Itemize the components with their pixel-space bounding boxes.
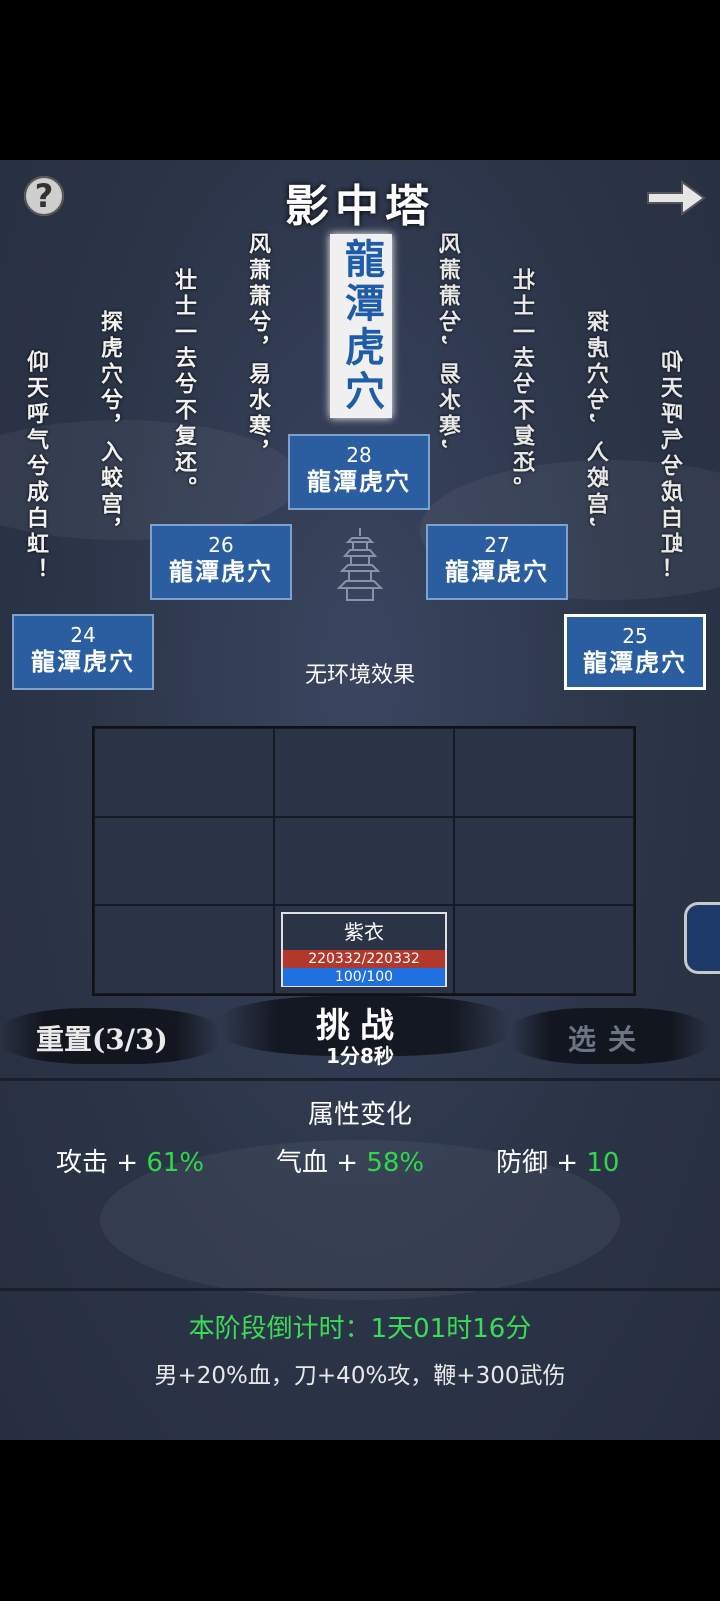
stage-bonus: 男+20%血，刀+40%攻，鞭+300武伤	[154, 1363, 566, 1389]
attribute-hp: 气血 + 58%	[276, 1142, 424, 1179]
floor-number: 25	[622, 624, 648, 648]
page-title: 影中塔	[285, 181, 435, 232]
floor-name: 龍潭虎穴	[445, 557, 549, 586]
formation-slot[interactable]	[94, 905, 274, 994]
attribute-value: 58%	[366, 1148, 425, 1178]
pagoda-icon	[336, 528, 384, 601]
brush-stroke	[510, 1008, 710, 1064]
formation-slot[interactable]	[454, 816, 634, 906]
divider	[0, 1078, 720, 1081]
brush-stroke	[0, 1008, 220, 1064]
floor-number: 28	[346, 443, 372, 467]
poem-line: 探虎穴兮，入蛟宫，	[97, 310, 123, 544]
floor-number: 24	[70, 623, 96, 647]
floor-button-24[interactable]: 24 龍潭虎穴	[12, 614, 154, 690]
question-icon: ?	[34, 177, 54, 215]
reset-button[interactable]: 重置(3/3)	[36, 1023, 168, 1056]
unit-card[interactable]: 紫衣 220332/220332 100/100	[281, 912, 447, 987]
select-stage-button[interactable]: 选关	[568, 1023, 649, 1056]
help-button[interactable]: ?	[24, 176, 64, 216]
brush-stroke	[220, 996, 510, 1056]
attribute-value: 10	[586, 1148, 620, 1178]
attribute-label: 防御 +	[496, 1148, 587, 1178]
formation-slot[interactable]	[454, 728, 634, 817]
attribute-attack: 攻击 + 61%	[56, 1142, 204, 1179]
poem-line-mirrored: 仰天呼气兮成白虹！	[661, 350, 687, 584]
game-screen: ? 影中塔 仰天呼气兮成白虹！ 探虎穴兮，入蛟宫， 壮士一去兮不复还。 风萧萧兮…	[0, 160, 720, 1440]
challenge-time: 1分8秒	[326, 1044, 394, 1068]
floor-number: 26	[208, 533, 234, 557]
poem-line: 壮士一去兮不复还。	[171, 268, 197, 502]
floor-number: 27	[484, 533, 510, 557]
floor-name: 龍潭虎穴	[31, 647, 135, 676]
floor-name: 龍潭虎穴	[583, 648, 687, 677]
poem-line-mirrored: 风萧萧兮，易水寒，	[439, 232, 465, 466]
poem-line: 仰天呼气兮成白虹！	[23, 350, 49, 584]
floor-name: 龍潭虎穴	[169, 557, 273, 586]
fog-decoration	[0, 420, 300, 540]
stage-countdown: 本阶段倒计时：1天01时16分	[188, 1314, 532, 1344]
attribute-defense: 防御 + 10	[496, 1142, 619, 1179]
unit-mp-bar: 100/100	[283, 968, 445, 987]
unit-hp-bar: 220332/220332	[283, 950, 445, 969]
formation-slot[interactable]	[274, 728, 454, 817]
poem-line-mirrored: 探虎穴兮，入蛟宫，	[587, 310, 613, 544]
floor-button-27[interactable]: 27 龍潭虎穴	[426, 524, 568, 600]
poem-line: 风萧萧兮，易水寒，	[245, 232, 271, 466]
attribute-label: 攻击 +	[56, 1148, 147, 1178]
formation-slot[interactable]	[94, 816, 274, 906]
floor-button-26[interactable]: 26 龍潭虎穴	[150, 524, 292, 600]
formation-grid: 紫衣 220332/220332 100/100	[92, 726, 636, 996]
attributes-title: 属性变化	[307, 1100, 412, 1130]
divider	[0, 1288, 720, 1291]
arrow-right-icon[interactable]	[646, 178, 706, 218]
unit-name: 紫衣	[344, 920, 384, 945]
formation-slot[interactable]: 紫衣 220332/220332 100/100	[274, 905, 454, 994]
attribute-label: 气血 +	[276, 1148, 367, 1178]
attribute-value: 61%	[146, 1148, 205, 1178]
environment-effect: 无环境效果	[304, 663, 415, 688]
floor-button-25[interactable]: 25 龍潭虎穴	[564, 614, 706, 690]
formation-slot[interactable]	[94, 728, 274, 817]
poem-line-mirrored: 壮士一去兮不复还。	[513, 268, 539, 502]
formation-slot[interactable]	[454, 905, 634, 994]
floor-button-28[interactable]: 28 龍潭虎穴	[288, 434, 430, 510]
fog-decoration	[100, 1140, 620, 1300]
side-book-icon[interactable]	[684, 902, 720, 974]
formation-slot[interactable]	[274, 816, 454, 906]
poem-highlight: 龍潭虎穴	[330, 234, 392, 418]
floor-name: 龍潭虎穴	[307, 467, 411, 496]
challenge-button[interactable]: 挑战	[316, 1006, 404, 1046]
